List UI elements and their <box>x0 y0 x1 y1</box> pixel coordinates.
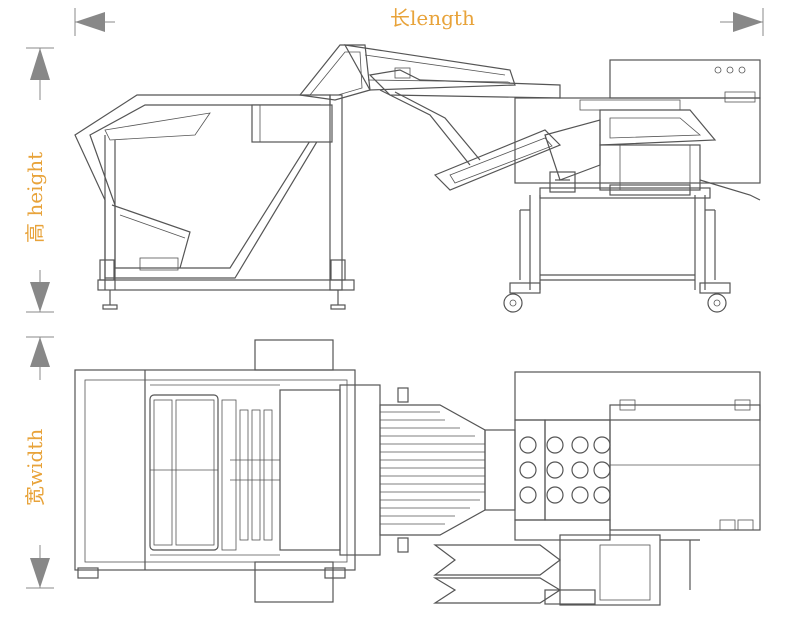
transfer-belt <box>379 387 486 553</box>
width-label: 宽width <box>23 418 49 508</box>
hopper-frame <box>74 94 355 310</box>
width-label-text: 宽width <box>23 428 47 506</box>
hopper-top <box>74 339 381 603</box>
inclined-conveyor <box>298 44 561 166</box>
top-view <box>74 339 761 606</box>
discharge-chute <box>433 119 601 193</box>
main-unit <box>514 59 761 201</box>
main-unit-stand <box>509 195 731 294</box>
length-label: 长length <box>390 6 475 30</box>
height-label-text: 高 height <box>23 151 47 243</box>
width-dimension-arrow <box>26 336 54 589</box>
processing-head <box>484 419 611 521</box>
output-trays <box>432 534 700 606</box>
caster-wheel <box>707 293 727 313</box>
caster-wheel <box>503 293 523 313</box>
height-dimension-arrow <box>26 47 54 313</box>
height-label: 高 height <box>23 138 49 248</box>
side-view <box>74 44 761 313</box>
length-dimension-arrow <box>74 8 764 36</box>
main-unit-top <box>514 371 761 541</box>
